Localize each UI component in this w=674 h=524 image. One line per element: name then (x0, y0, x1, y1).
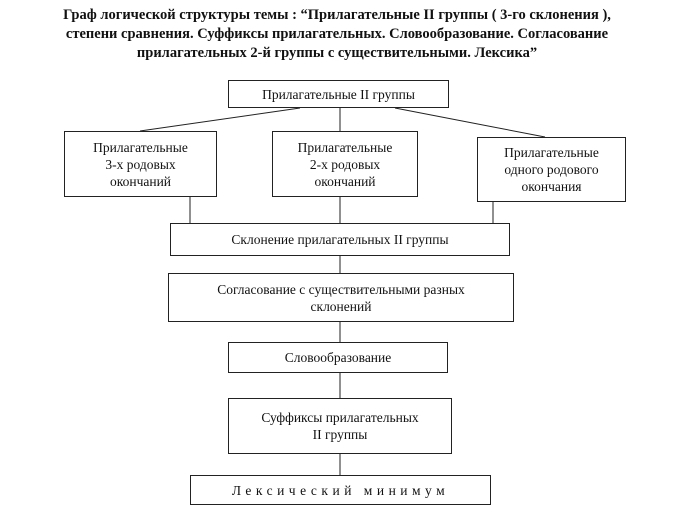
node-three-gender: Прилагательные 3-х родовых окончаний (64, 131, 217, 197)
node-declension: Склонение прилагательных II группы (170, 223, 510, 256)
title-line-3: прилагательных 2-й группы с существитель… (136, 45, 538, 61)
diagram-title: Граф логической структуры темы : “Прилаг… (10, 6, 664, 63)
edge-root-one-gender (394, 107, 546, 138)
node-lexical-minimum-label: Лексический минимум (231, 482, 450, 498)
node-one-gender-label: Прилагательные одного родового окончания (504, 145, 599, 194)
node-two-gender-label: Прилагательные 2-х родовых окончаний (297, 139, 393, 189)
title-line-2: степени сравнения. Суффиксы прилагательн… (65, 26, 609, 42)
node-root-label: Прилагательные II группы (262, 86, 415, 102)
node-three-gender-label: Прилагательные 3-х родовых окончаний (93, 139, 188, 189)
node-agreement-label: Согласование с существительными разных с… (217, 281, 465, 314)
title-line-1: Граф логической структуры темы : “Прилаг… (63, 7, 611, 23)
node-two-gender: Прилагательные 2-х родовых окончаний (272, 131, 418, 197)
edge-root-three-gender (139, 107, 301, 132)
node-suffixes: Суффиксы прилагательных II группы (228, 398, 452, 454)
node-root: Прилагательные II группы (228, 80, 449, 108)
node-word-formation: Словообразование (228, 342, 448, 373)
node-word-formation-label: Словообразование (284, 350, 392, 365)
node-lexical-minimum: Лексический минимум (190, 475, 491, 505)
node-one-gender: Прилагательные одного родового окончания (477, 137, 626, 202)
node-suffixes-label: Суффиксы прилагательных II группы (261, 410, 419, 442)
node-agreement: Согласование с существительными разных с… (168, 273, 514, 322)
node-declension-label: Склонение прилагательных II группы (231, 232, 449, 247)
